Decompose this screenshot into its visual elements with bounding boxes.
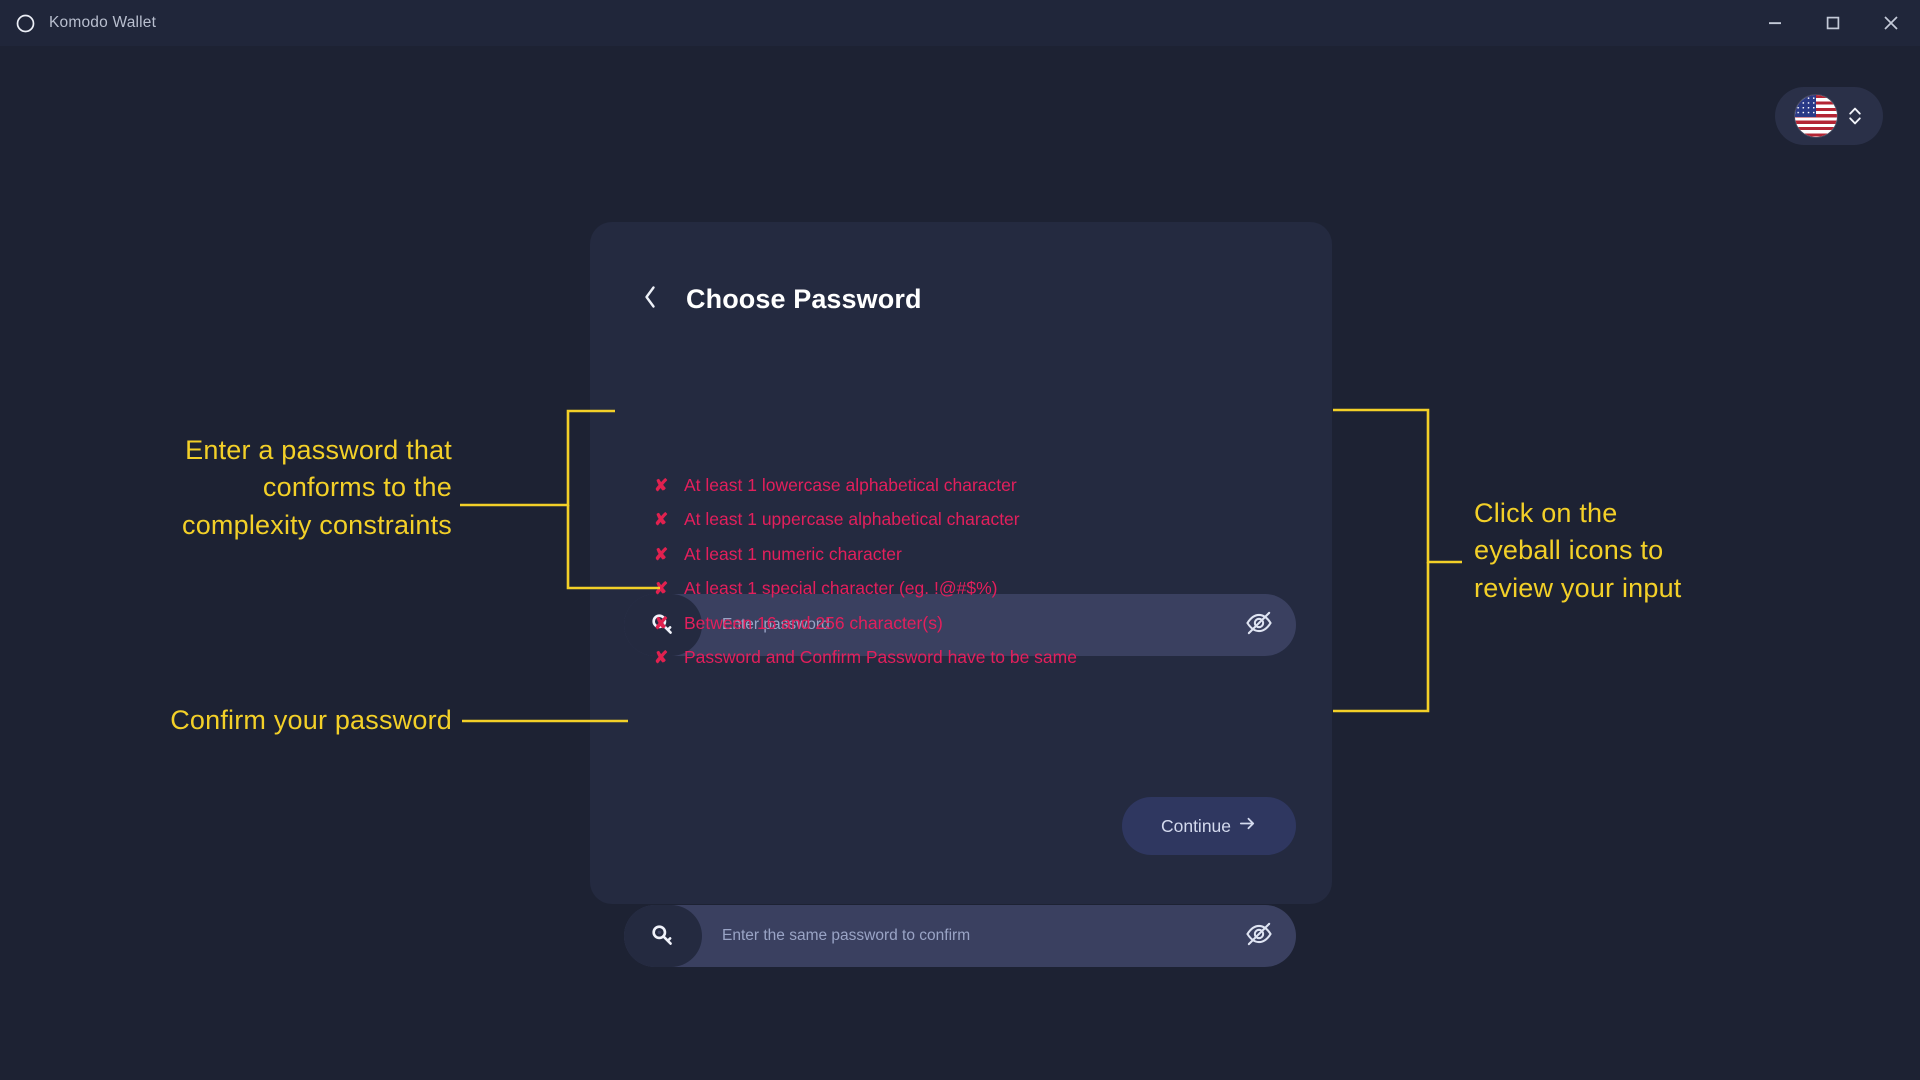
key-icon bbox=[624, 905, 702, 967]
back-button[interactable] bbox=[642, 284, 658, 315]
confirm-password-field-row bbox=[624, 905, 1296, 967]
password-field-row bbox=[624, 594, 1296, 656]
maximize-icon bbox=[1825, 15, 1841, 31]
validation-rule: ✘ Between 16 and 256 character(s) bbox=[654, 612, 943, 633]
continue-button[interactable]: Continue bbox=[1122, 797, 1296, 855]
confirm-password-input[interactable] bbox=[702, 927, 1222, 945]
annotation-confirm-password: Confirm your password bbox=[170, 705, 452, 735]
chevron-up-down-icon bbox=[1847, 105, 1863, 127]
chevron-left-icon bbox=[642, 284, 658, 315]
language-selector[interactable] bbox=[1775, 87, 1883, 145]
password-validation-list: ✘ At least 1 lowercase alphabetical char… bbox=[654, 468, 1077, 675]
confirm-password-visibility-toggle[interactable] bbox=[1222, 905, 1296, 967]
komodo-circle-logo-icon bbox=[15, 13, 35, 33]
titlebar: Komodo Wallet bbox=[0, 0, 1920, 46]
card-header: Choose Password bbox=[642, 284, 922, 315]
choose-password-card: Choose Password bbox=[590, 222, 1332, 967]
page-title: Choose Password bbox=[686, 284, 922, 314]
arrow-right-icon bbox=[1238, 814, 1257, 838]
eye-off-icon bbox=[1244, 608, 1274, 643]
validation-rule: ✘ At least 1 lowercase alphabetical char… bbox=[654, 474, 1017, 495]
error-x-icon: ✘ bbox=[654, 475, 669, 495]
eye-off-icon bbox=[1244, 919, 1274, 954]
validation-rule: ✘ At least 1 uppercase alphabetical char… bbox=[654, 509, 1020, 530]
close-button[interactable] bbox=[1862, 0, 1920, 46]
maximize-button[interactable] bbox=[1804, 0, 1862, 46]
password-visibility-toggle[interactable] bbox=[1222, 594, 1296, 656]
app-title: Komodo Wallet bbox=[49, 14, 157, 31]
validation-rule: ✘ At least 1 special character (eg. !@#$… bbox=[654, 578, 998, 599]
error-x-icon: ✘ bbox=[654, 648, 669, 668]
error-x-icon: ✘ bbox=[654, 544, 669, 564]
validation-rule: ✘ At least 1 numeric character bbox=[654, 543, 902, 564]
close-icon bbox=[1882, 14, 1900, 32]
password-input[interactable] bbox=[702, 616, 1222, 634]
us-flag-icon bbox=[1795, 95, 1837, 137]
window-controls bbox=[1746, 0, 1920, 46]
annotation-password-complexity: Enter a password that conforms to the co… bbox=[182, 435, 452, 540]
minimize-button[interactable] bbox=[1746, 0, 1804, 46]
annotation-eyeball-toggle: Click on the eyeball icons to review you… bbox=[1474, 498, 1682, 603]
continue-button-label: Continue bbox=[1160, 815, 1232, 836]
validation-rule: ✘ Password and Confirm Password have to … bbox=[654, 647, 1077, 668]
key-icon bbox=[624, 594, 702, 656]
error-x-icon: ✘ bbox=[654, 579, 669, 599]
error-x-icon: ✘ bbox=[654, 510, 669, 530]
error-x-icon: ✘ bbox=[654, 613, 669, 633]
minimize-icon bbox=[1767, 15, 1783, 31]
